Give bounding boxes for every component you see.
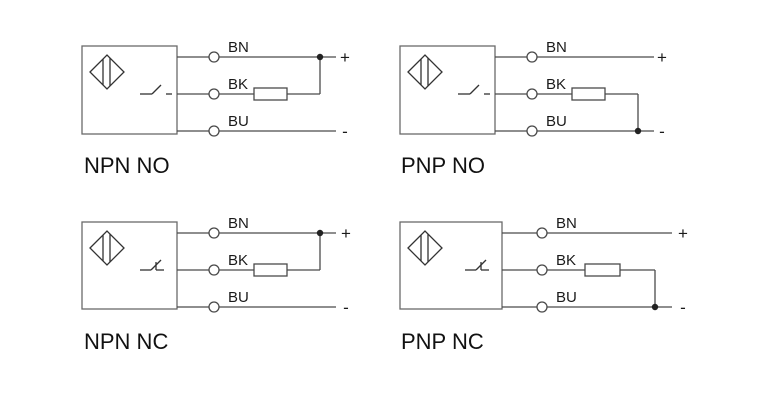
junction-dot bbox=[316, 229, 324, 237]
normally-closed-contact-icon bbox=[140, 259, 164, 271]
diagram-title: PNP NC bbox=[401, 329, 484, 354]
positive-terminal-label: + bbox=[340, 48, 350, 67]
terminal-icon bbox=[208, 51, 220, 63]
normally-open-contact-icon bbox=[458, 84, 490, 95]
wire-bk: BK bbox=[177, 252, 320, 277]
sensor-body bbox=[399, 221, 503, 310]
diagram-title: NPN NC bbox=[84, 329, 168, 354]
terminal-icon bbox=[536, 227, 548, 239]
load-resistor bbox=[253, 263, 288, 277]
negative-terminal-label: - bbox=[343, 298, 349, 317]
wire-bn: BN + bbox=[502, 215, 688, 243]
terminal-icon bbox=[208, 264, 220, 276]
positive-terminal-label: + bbox=[678, 224, 688, 243]
diagram-title: PNP NO bbox=[401, 153, 485, 178]
wire-bu: BU - bbox=[495, 113, 665, 141]
proximity-sensor-icon bbox=[89, 54, 125, 90]
sensor-body bbox=[81, 221, 178, 310]
wire-bu: BU - bbox=[177, 289, 349, 317]
negative-terminal-label: - bbox=[680, 298, 686, 317]
wire-label: BU bbox=[546, 113, 567, 130]
terminal-icon bbox=[536, 301, 548, 313]
positive-terminal-label: + bbox=[341, 224, 351, 243]
wire-bk: BK bbox=[502, 252, 655, 277]
diagram-title: NPN NO bbox=[84, 153, 170, 178]
wire-label: BK bbox=[228, 76, 248, 93]
diagram-npn-no: BN + BK BU - NPN NO bbox=[81, 39, 350, 178]
proximity-sensor-icon bbox=[407, 230, 443, 266]
normally-open-contact-icon bbox=[140, 84, 172, 95]
positive-terminal-label: + bbox=[657, 48, 667, 67]
wire-label: BK bbox=[546, 76, 566, 93]
normally-closed-contact-icon bbox=[465, 259, 489, 271]
proximity-sensor-icon bbox=[89, 230, 125, 266]
terminal-icon bbox=[208, 125, 220, 137]
sensor-body bbox=[399, 45, 496, 135]
wire-label: BN bbox=[228, 215, 249, 232]
wire-label: BU bbox=[228, 113, 249, 130]
wire-bu: BU - bbox=[502, 289, 686, 317]
terminal-icon bbox=[526, 51, 538, 63]
terminal-icon bbox=[536, 264, 548, 276]
junction-dot bbox=[316, 53, 324, 61]
wire-label: BN bbox=[556, 215, 577, 232]
wire-bk: BK bbox=[495, 76, 638, 101]
wire-bk: BK bbox=[177, 76, 320, 101]
wire-bu: BU - bbox=[177, 113, 348, 141]
junction-dot bbox=[651, 303, 659, 311]
wire-label: BU bbox=[228, 289, 249, 306]
diagram-npn-nc: BN + BK BU - NPN NC bbox=[81, 215, 351, 354]
sensor-body bbox=[81, 45, 178, 135]
wire-bn: BN + bbox=[177, 39, 350, 67]
wire-label: BK bbox=[228, 252, 248, 269]
load-resistor bbox=[571, 87, 606, 101]
wire-label: BN bbox=[228, 39, 249, 56]
terminal-icon bbox=[208, 301, 220, 313]
wire-label: BU bbox=[556, 289, 577, 306]
terminal-icon bbox=[208, 227, 220, 239]
junction-dot bbox=[634, 127, 642, 135]
negative-terminal-label: - bbox=[659, 122, 665, 141]
wire-label: BK bbox=[556, 252, 576, 269]
load-resistor bbox=[253, 87, 288, 101]
terminal-icon bbox=[526, 125, 538, 137]
negative-terminal-label: - bbox=[342, 122, 348, 141]
terminal-icon bbox=[526, 88, 538, 100]
load-resistor bbox=[584, 263, 621, 277]
diagram-pnp-nc: BN + BK BU - PNP NC bbox=[399, 215, 688, 354]
wire-bn: BN + bbox=[495, 39, 667, 67]
diagram-pnp-no: BN + BK BU - PNP NO bbox=[399, 39, 667, 178]
wire-label: BN bbox=[546, 39, 567, 56]
wire-bn: BN + bbox=[177, 215, 351, 243]
terminal-icon bbox=[208, 88, 220, 100]
proximity-sensor-icon bbox=[407, 54, 443, 90]
